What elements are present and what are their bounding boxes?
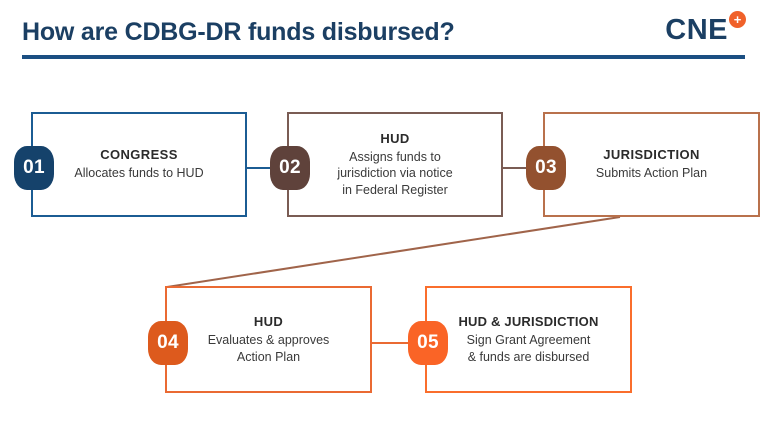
connector-step1-step2 [247, 167, 287, 169]
step-5-number-badge: 05 [408, 321, 448, 365]
connector-step2-step3 [503, 167, 543, 169]
plus-icon: + [729, 11, 746, 28]
step-2-description: Assigns funds to jurisdiction via notice… [337, 149, 453, 197]
step-3-description: Submits Action Plan [595, 166, 708, 181]
step-4-number-badge: 04 [148, 321, 188, 365]
cne-logo: CNE + [665, 11, 746, 46]
page-title: How are CDBG-DR funds disbursed? [22, 18, 455, 46]
step-4-title: HUD [253, 314, 284, 329]
flow-step-2[interactable]: HUD Assigns funds to jurisdiction via no… [287, 112, 503, 217]
step-4-description: Evaluates & approves Action Plan [207, 333, 330, 364]
flow-step-5[interactable]: HUD & JURISDICTION Sign Grant Agreement … [425, 286, 632, 393]
flow-step-3[interactable]: JURISDICTION Submits Action Plan [543, 112, 760, 217]
step-1-title: CONGRESS [100, 147, 178, 163]
flow-step-1[interactable]: CONGRESS Allocates funds to HUD [31, 112, 247, 217]
step-1-number-badge: 01 [14, 146, 54, 190]
header-divider [22, 55, 745, 59]
brand-wordmark: CNE [665, 14, 728, 46]
step-5-title: HUD & JURISDICTION [458, 314, 599, 329]
step-5-description: Sign Grant Agreement & funds are disburs… [466, 333, 591, 364]
step-2-title: HUD [380, 130, 410, 146]
step-3-title: JURISDICTION [603, 147, 700, 163]
connector-step4-step5 [372, 342, 425, 344]
connector-step3-step4 [166, 216, 621, 288]
flow-step-4[interactable]: HUD Evaluates & approves Action Plan [165, 286, 372, 393]
step-1-description: Allocates funds to HUD [74, 166, 204, 181]
step-3-number-badge: 03 [526, 146, 566, 190]
step-2-number-badge: 02 [270, 146, 310, 190]
